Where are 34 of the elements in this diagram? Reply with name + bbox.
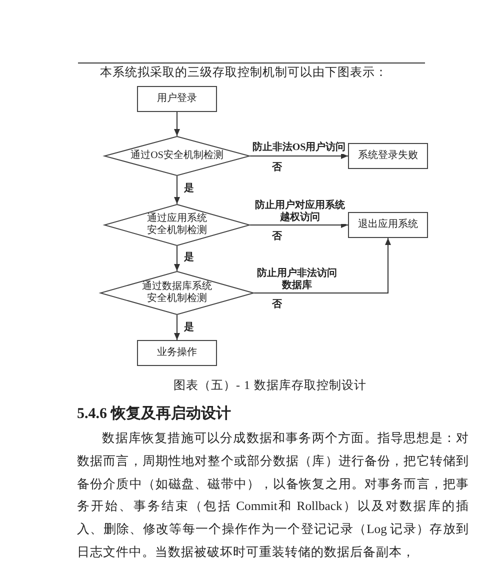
arrow [174, 176, 180, 204]
edge-label: 是 [182, 252, 196, 264]
branch-label: 否 [271, 298, 283, 311]
process-box [348, 143, 428, 169]
decision-diamond [100, 271, 254, 315]
edge-label: 是 [182, 322, 196, 334]
process-box [137, 86, 217, 112]
section-heading: 5.4.6 恢复及再启动设计 [77, 404, 232, 424]
process-box [348, 212, 428, 238]
arrow [254, 238, 391, 294]
figure-caption: 图表（五）- 1 数据库存取控制设计 [172, 377, 368, 394]
edge-label: 防止用户非法访问数据库 [256, 268, 338, 292]
arrow [250, 153, 348, 159]
decision-diamond [104, 136, 250, 176]
arrow [250, 222, 348, 228]
arrow [174, 112, 180, 136]
arrow [174, 314, 180, 340]
node-text: 业务操作 [157, 347, 197, 359]
edge-label: 是 [182, 183, 196, 195]
node-text: 通过应用系统安全机制检测 [146, 213, 208, 237]
branch-label: 否 [271, 230, 283, 243]
edge-label: 防止用户对应用系统越权访问 [254, 200, 346, 224]
decision-diamond [104, 204, 250, 246]
branch-label: 否 [271, 161, 283, 174]
arrow [174, 246, 180, 272]
intro-sentence: 本系统拟采取的三级存取控制机制可以由下图表示： [100, 64, 388, 80]
node-text: 用户登录 [157, 93, 197, 105]
edge-label: 防止非法OS用户访问 [251, 142, 347, 154]
node-text: 通过数据库系统安全机制检测 [141, 281, 213, 305]
node-text: 通过OS安全机制检测 [130, 150, 224, 162]
node-text: 系统登录失败 [358, 150, 418, 162]
node-text: 退出应用系统 [358, 219, 418, 231]
body-paragraph: 数据库恢复措施可以分成数据和事务两个方面。指导思想是：对数据而言，周期性地对整个或部分数据（库）进行备份，把它转储到备份介质中（如磁盘、磁带中），以备恢复之用。对事务而言，把事务开始、事务结束（包括 Commit和 Rollback）以及对数据库的插入、删除、修改等每一个操作作为一个登记记录（Log 记录）存放到日志文件中。当数据被破坏时可重装转储的数据后备副本， [77, 430, 469, 561]
process-box [137, 340, 217, 366]
